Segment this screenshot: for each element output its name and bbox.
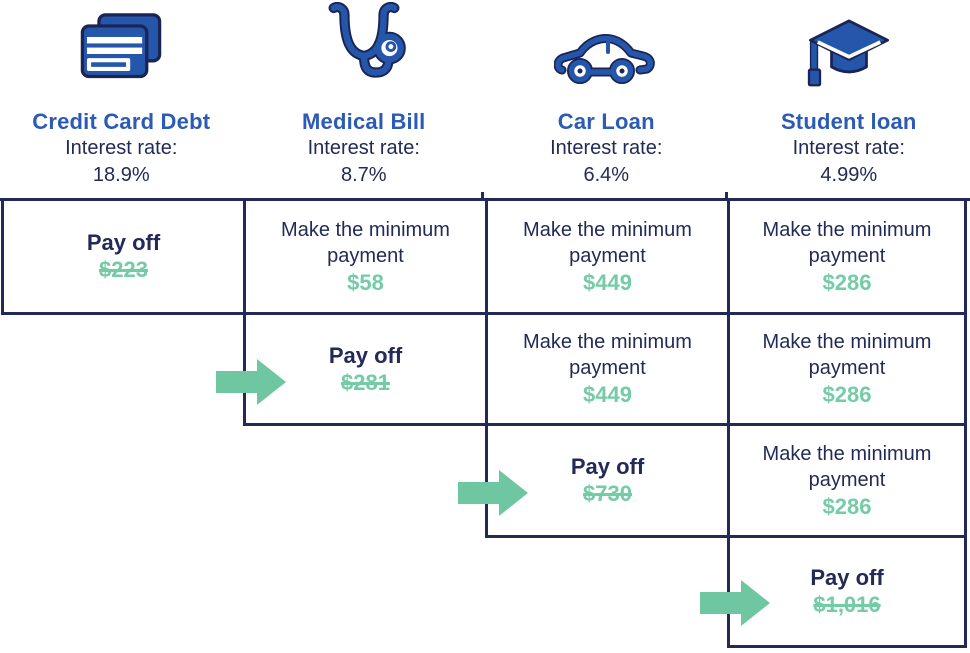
minimum-label: Make the minimum payment xyxy=(523,331,692,379)
payoff-amount: $281 xyxy=(341,369,390,395)
minimum-amount: $449 xyxy=(583,269,632,295)
green-arrow-icon xyxy=(700,580,770,626)
cell-step1-medical-minimum: Make the minimum payment $58 xyxy=(243,198,488,315)
cell-step4-student-payoff: Pay off $1,016 xyxy=(700,535,967,648)
cell-step1-car-minimum: Make the minimum payment $449 xyxy=(485,198,730,315)
minimum-amount: $449 xyxy=(583,382,632,407)
interest-rate-value: 8.7% xyxy=(340,164,387,186)
column-header-student-loan: Student loan Interest rate: 4.99% xyxy=(728,0,970,189)
border-tick xyxy=(481,192,484,201)
payoff-label: Pay off xyxy=(570,454,645,479)
payoff-amount: $1,016 xyxy=(813,592,881,617)
cell-step3-car-payoff: Pay off $730 xyxy=(458,423,730,538)
column-title: Car Loan xyxy=(557,109,655,134)
border-tick xyxy=(725,192,728,201)
cell-step2-car-minimum: Make the minimum payment $449 xyxy=(485,312,730,426)
minimum-amount: $58 xyxy=(347,269,384,295)
credit-card-icon xyxy=(0,0,243,104)
column-title: Medical Bill xyxy=(302,109,426,134)
cell-step2-medical-payoff: Pay off $281 xyxy=(216,312,488,426)
minimum-amount: $286 xyxy=(822,382,872,407)
payoff-amount: $730 xyxy=(583,481,632,506)
payoff-label: Pay off xyxy=(810,565,884,590)
car-icon xyxy=(485,0,728,104)
column-title: Student loan xyxy=(780,109,917,134)
minimum-label: Make the minimum payment xyxy=(762,442,932,491)
payoff-label: Pay off xyxy=(86,230,161,255)
minimum-amount: $286 xyxy=(822,269,872,295)
interest-rate-label: Interest rate: xyxy=(307,137,420,159)
interest-rate-label: Interest rate: xyxy=(550,137,663,159)
payoff-label: Pay off xyxy=(328,342,403,368)
minimum-label: Make the minimum payment xyxy=(762,218,932,267)
green-arrow-icon xyxy=(458,470,528,516)
column-header-car-loan: Car Loan Interest rate: 6.4% xyxy=(485,0,728,189)
graduation-cap-icon xyxy=(728,0,970,104)
payoff-amount: $223 xyxy=(99,257,148,282)
minimum-label: Make the minimum payment xyxy=(523,218,692,267)
minimum-amount: $286 xyxy=(822,493,872,519)
minimum-label: Make the minimum payment xyxy=(281,218,450,267)
header-row: Credit Card Debt Interest rate: 18.9% xyxy=(0,0,970,189)
interest-rate-value: 18.9% xyxy=(92,164,150,186)
cell-step1-student-minimum: Make the minimum payment $286 xyxy=(727,198,967,315)
interest-rate-value: 6.4% xyxy=(583,164,630,186)
green-arrow-icon xyxy=(216,359,286,405)
column-title: Credit Card Debt xyxy=(32,109,211,134)
interest-rate-label: Interest rate: xyxy=(65,137,178,159)
interest-rate-value: 4.99% xyxy=(820,164,878,186)
interest-rate-label: Interest rate: xyxy=(792,137,905,159)
cell-step2-student-minimum: Make the minimum payment $286 xyxy=(727,312,967,426)
minimum-label: Make the minimum payment xyxy=(762,331,932,379)
column-header-credit-card: Credit Card Debt Interest rate: 18.9% xyxy=(0,0,243,189)
column-header-medical-bill: Medical Bill Interest rate: 8.7% xyxy=(243,0,486,189)
payoff-schedule-table: Pay off $223 Make the minimum payment $5… xyxy=(0,198,970,653)
stethoscope-icon xyxy=(243,0,486,104)
cell-step3-student-minimum: Make the minimum payment $286 xyxy=(727,423,967,538)
cell-step1-credit-card-payoff: Pay off $223 xyxy=(1,198,246,315)
